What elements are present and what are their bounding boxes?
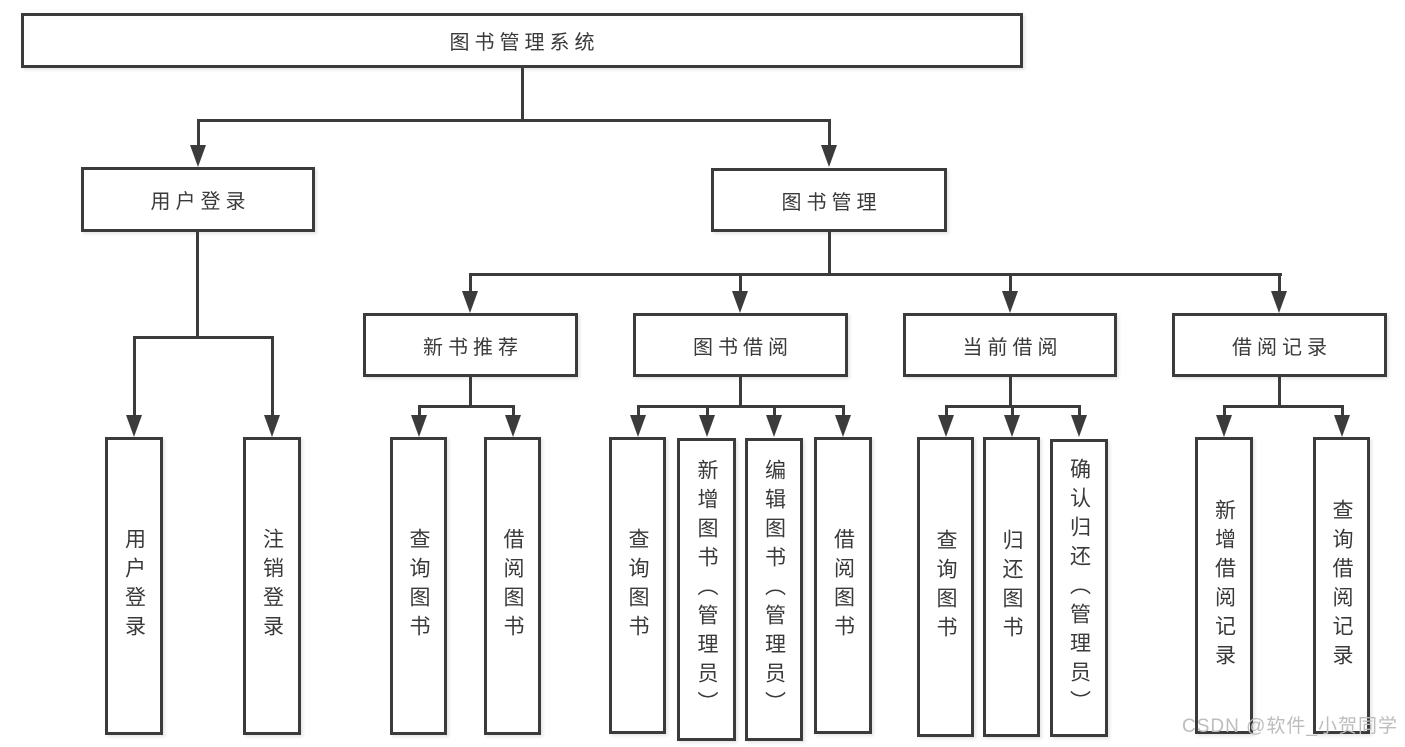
node-label: 新增借阅记录 xyxy=(1212,498,1236,673)
connector-rail xyxy=(418,405,515,408)
node-label: 当前借阅 xyxy=(962,336,1063,359)
node-label: 图书借阅 xyxy=(693,336,793,359)
leaf-add-borrow-record: 新增借阅记录 xyxy=(1195,437,1253,734)
connector-stem xyxy=(196,231,199,339)
connector-stem xyxy=(469,376,472,408)
connector-stem xyxy=(521,67,524,121)
leaf-query-books-recommend: 查询图书 xyxy=(390,437,447,735)
leaf-borrow-books-recommend: 借阅图书 xyxy=(484,437,541,735)
node-label: 新增图书（管理员） xyxy=(695,459,718,720)
node-label: 查询图书 xyxy=(626,527,649,644)
connector-rail xyxy=(469,273,1282,276)
arrow-shaft xyxy=(469,273,472,293)
leaf-query-books-current: 查询图书 xyxy=(917,437,974,737)
arrow-shaft xyxy=(773,405,776,417)
arrowhead-down xyxy=(821,145,837,167)
node-label: 编辑图书（管理员） xyxy=(762,459,786,720)
leaf-logout: 注销登录 xyxy=(243,437,301,735)
arrow-shaft xyxy=(512,405,515,417)
leaf-add-book-admin: 新增图书（管理员） xyxy=(677,438,736,741)
arrow-shaft xyxy=(1278,273,1281,293)
arrowhead-down xyxy=(1271,291,1287,313)
leaf-query-books-borrowing: 查询图书 xyxy=(609,437,666,734)
arrowhead-down xyxy=(126,415,142,437)
connector-rail xyxy=(637,405,845,408)
arrowhead-down xyxy=(1216,415,1232,437)
arrow-shaft xyxy=(1011,405,1014,417)
node-label: 图书管理系统 xyxy=(449,32,600,54)
node-label: 借阅图书 xyxy=(831,527,855,644)
leaf-user-login: 用户登录 xyxy=(105,437,163,735)
arrowhead-down xyxy=(699,415,715,437)
connector-rail xyxy=(197,119,830,122)
leaf-query-borrow-record: 查询借阅记录 xyxy=(1313,437,1370,734)
arrowhead-down xyxy=(264,415,280,437)
arrowhead-down xyxy=(190,145,206,167)
node-label: 借阅图书 xyxy=(501,528,524,644)
connector-rail xyxy=(1223,405,1344,408)
arrow-shaft xyxy=(739,273,742,293)
arrow-shaft xyxy=(1223,405,1226,417)
node-label: 确认归还（管理员） xyxy=(1067,457,1091,719)
node-book-borrowing: 图书借阅 xyxy=(633,313,848,377)
connector-stem xyxy=(1278,376,1281,408)
node-label: 用户登录 xyxy=(150,191,251,213)
arrow-shaft xyxy=(418,405,421,417)
arrow-shaft xyxy=(1341,405,1344,417)
node-borrowing-records: 借阅记录 xyxy=(1172,313,1387,377)
arrowhead-down xyxy=(1004,415,1020,437)
node-book-management: 图书管理 xyxy=(711,168,947,232)
node-label: 图书管理 xyxy=(781,191,882,214)
node-new-book-recommendation: 新书推荐 xyxy=(363,313,578,377)
connector-stem xyxy=(1009,376,1012,408)
csdn-watermark: CSDN @软件_小贺同学 xyxy=(1182,716,1398,737)
node-label: 查询图书 xyxy=(407,528,430,644)
node-user-login: 用户登录 xyxy=(81,167,315,232)
arrow-shaft xyxy=(706,405,709,417)
connector-stem xyxy=(828,231,831,276)
arrowhead-down xyxy=(462,291,478,313)
node-library-system-root: 图书管理系统 xyxy=(21,13,1023,68)
leaf-confirm-return-admin: 确认归还（管理员） xyxy=(1050,439,1108,737)
connector-stem xyxy=(739,376,742,408)
arrow-shaft xyxy=(197,119,200,147)
arrowhead-down xyxy=(938,415,954,437)
node-label: 用户登录 xyxy=(122,528,146,644)
arrowhead-down xyxy=(835,415,851,437)
arrowhead-down xyxy=(630,415,646,437)
arrow-shaft xyxy=(842,405,845,417)
arrow-shaft xyxy=(271,336,274,418)
node-label: 查询借阅记录 xyxy=(1330,498,1353,673)
leaf-borrow-books-borrowing: 借阅图书 xyxy=(814,437,872,734)
arrowhead-down xyxy=(1334,415,1350,437)
node-label: 借阅记录 xyxy=(1232,336,1332,359)
arrow-shaft xyxy=(828,119,831,147)
arrow-shaft xyxy=(637,405,640,417)
arrow-shaft xyxy=(945,405,948,417)
leaf-return-books: 归还图书 xyxy=(983,437,1040,737)
arrow-shaft xyxy=(1009,273,1012,293)
arrowhead-down xyxy=(505,415,521,437)
arrow-shaft xyxy=(1078,405,1081,417)
connector-rail xyxy=(133,336,274,339)
arrowhead-down xyxy=(732,291,748,313)
arrowhead-down xyxy=(1002,291,1018,313)
arrow-shaft xyxy=(133,336,136,418)
arrowhead-down xyxy=(766,415,782,437)
leaf-edit-book-admin: 编辑图书（管理员） xyxy=(745,438,803,741)
node-label: 归还图书 xyxy=(1000,529,1023,645)
node-label: 查询图书 xyxy=(934,529,957,645)
node-label: 注销登录 xyxy=(260,528,284,644)
node-current-borrowing: 当前借阅 xyxy=(903,313,1117,377)
arrowhead-down xyxy=(411,415,427,437)
node-label: 新书推荐 xyxy=(423,336,523,359)
arrowhead-down xyxy=(1071,415,1087,437)
